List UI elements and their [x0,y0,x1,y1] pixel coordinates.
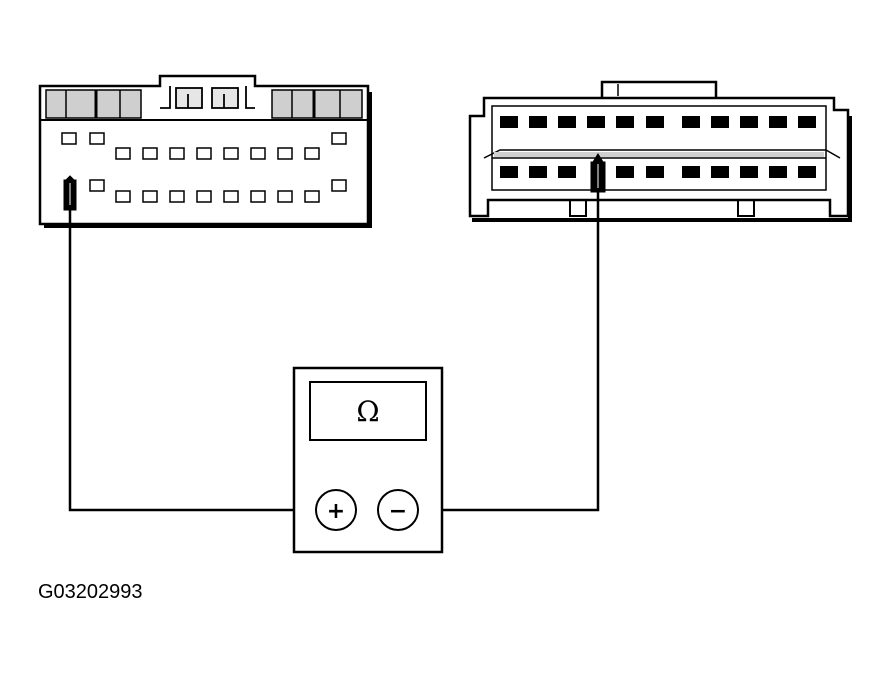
left-connector-upper-row [115,147,320,160]
negative-terminal-label: − [389,499,407,524]
cavity [89,132,105,145]
positive-terminal: + [315,489,357,531]
ohmmeter-display [309,381,427,441]
positive-terminal-label: + [327,499,345,524]
cavity [89,179,105,192]
left-connector-lock-left [45,89,142,119]
left-connector-lock-right [271,89,363,119]
cavity [331,132,347,145]
right-connector-probe [590,153,606,193]
left-connector [38,74,372,228]
cavity [331,179,347,192]
right-connector [468,80,852,222]
left-connector-probe [63,175,77,211]
right-connector-lower-row [500,166,816,178]
negative-lead-wire [420,192,600,512]
left-connector-lower-row [115,190,320,203]
figure-id: G03202993 [38,581,143,603]
left-connector-latch [160,86,255,109]
negative-terminal: − [377,489,419,531]
cavity [61,132,77,145]
right-connector-upper-row [500,116,816,128]
ohm-symbol: Ω [356,395,379,428]
positive-lead-wire [68,210,318,512]
ohmmeter: Ω + − [292,366,444,554]
test-leads [68,192,600,512]
